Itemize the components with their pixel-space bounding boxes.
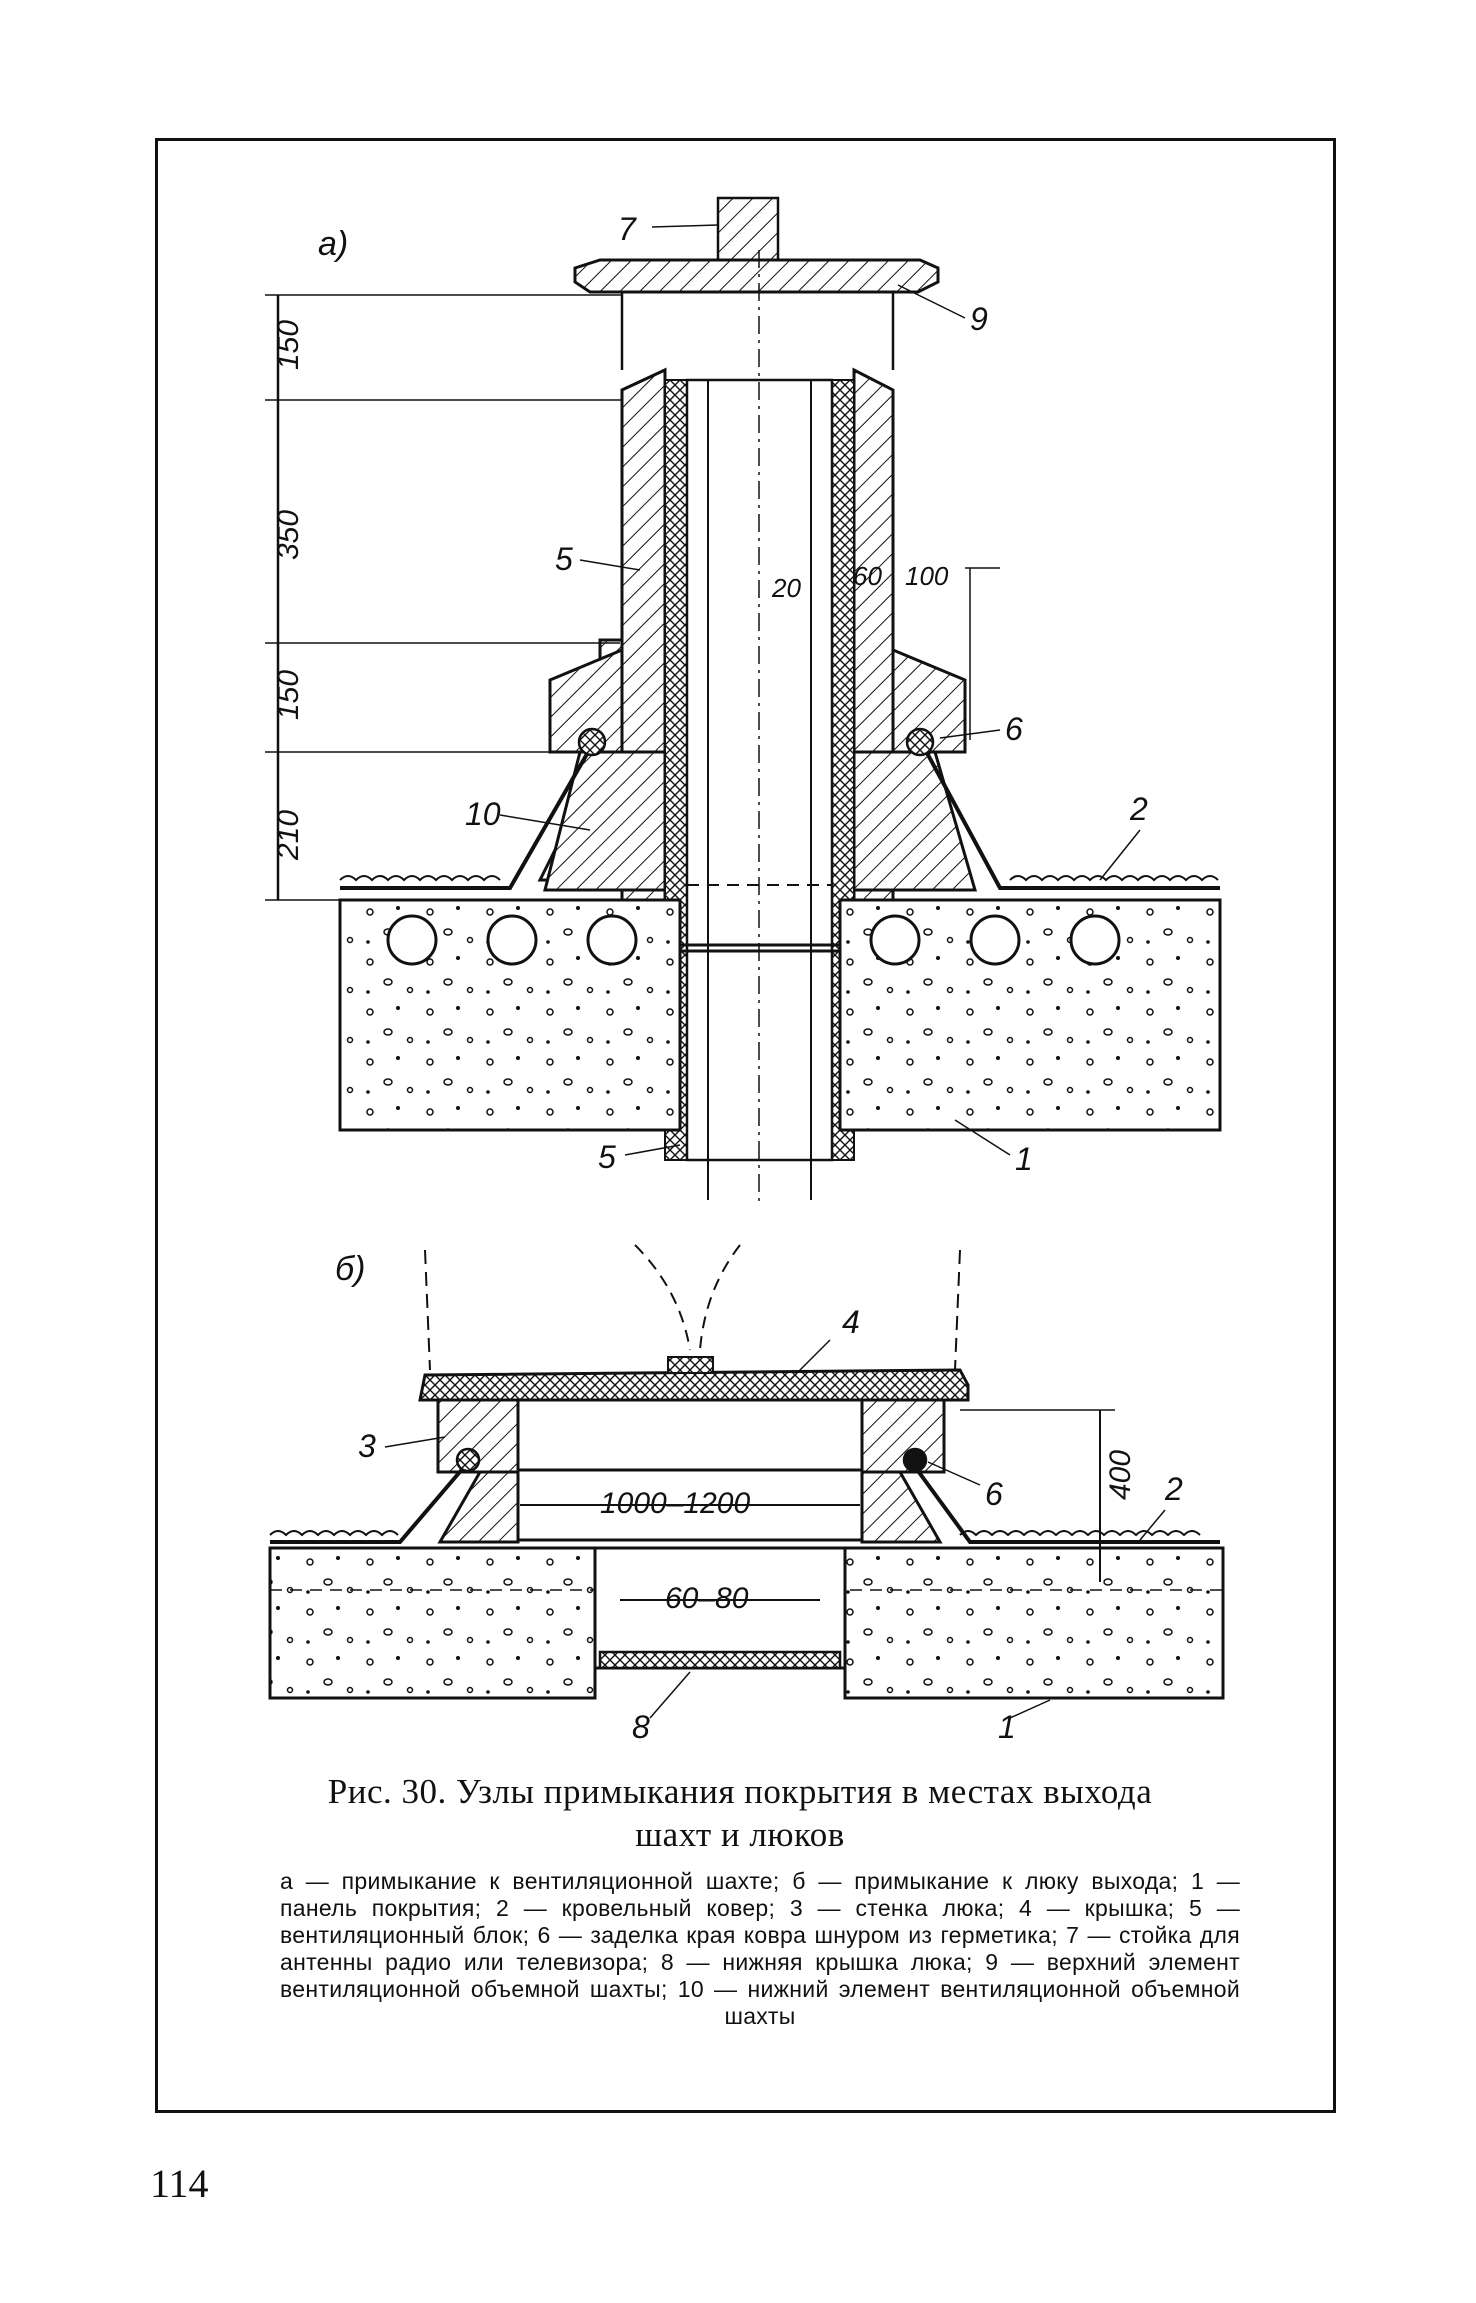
caption-title-line-1: Рис. 30. Узлы примыкания покрытия в мест… bbox=[327, 1772, 1153, 1811]
lower-hatch-lid bbox=[598, 1650, 842, 1670]
callout-6: 6 bbox=[1005, 711, 1023, 747]
callout-10: 10 bbox=[465, 796, 501, 832]
page-number: 114 bbox=[150, 2161, 209, 2206]
callout-1-b: 1 bbox=[998, 1709, 1016, 1745]
callout-9: 9 bbox=[970, 301, 988, 337]
callout-6-b: 6 bbox=[985, 1476, 1003, 1512]
roof-carpet-right bbox=[918, 739, 1220, 890]
dim-60: 60 bbox=[853, 561, 882, 591]
panel-a: а) bbox=[265, 196, 1222, 1205]
dim-400: 400 bbox=[1104, 1450, 1137, 1500]
panel-b-label: б) bbox=[335, 1250, 365, 1288]
callout-3: 3 bbox=[358, 1428, 376, 1464]
dim-350: 350 bbox=[272, 510, 305, 560]
hatch-lid bbox=[418, 1368, 970, 1402]
dim-1000-1200: 1000–1200 bbox=[600, 1487, 750, 1520]
figure-caption-title: Рис. 30. Узлы примыкания покрытия в мест… bbox=[180, 1770, 1300, 1856]
dim-60-80: 60–80 bbox=[665, 1582, 749, 1615]
antenna-post bbox=[716, 196, 780, 262]
callout-5-top: 5 bbox=[555, 541, 573, 577]
callout-5-bottom: 5 bbox=[598, 1139, 616, 1175]
callout-1: 1 bbox=[1015, 1141, 1033, 1177]
dim-20: 20 bbox=[771, 573, 801, 603]
sealant-cord-left bbox=[577, 727, 607, 757]
callout-2-b: 2 bbox=[1164, 1471, 1183, 1507]
frame-top-rule bbox=[155, 138, 1336, 141]
roof-carpet-left bbox=[340, 739, 597, 890]
figure-legend: а — примыкание к вентиляционной шахте; б… bbox=[280, 1868, 1240, 2029]
frame-bottom-rule bbox=[155, 2110, 1336, 2113]
callout-4: 4 bbox=[842, 1304, 860, 1340]
callout-8: 8 bbox=[632, 1709, 650, 1745]
figure-frame bbox=[155, 140, 1336, 2110]
sealant-cord-right bbox=[905, 727, 935, 757]
dim-150-top: 150 bbox=[272, 320, 305, 370]
upper-element bbox=[573, 258, 940, 294]
roof-slab-right bbox=[843, 1546, 1225, 1700]
caption-title-line-2: шахт и люков bbox=[635, 1815, 845, 1854]
dim-150-bottom: 150 bbox=[272, 670, 305, 720]
callout-2: 2 bbox=[1129, 791, 1148, 827]
panel-a-label: а) bbox=[318, 225, 348, 263]
dim-100: 100 bbox=[905, 561, 949, 591]
callout-7: 7 bbox=[618, 211, 637, 247]
roof-slab-left bbox=[268, 1546, 597, 1700]
dim-210: 210 bbox=[272, 810, 305, 861]
panel-b: б) 1000–1200 bbox=[268, 1244, 1225, 1745]
